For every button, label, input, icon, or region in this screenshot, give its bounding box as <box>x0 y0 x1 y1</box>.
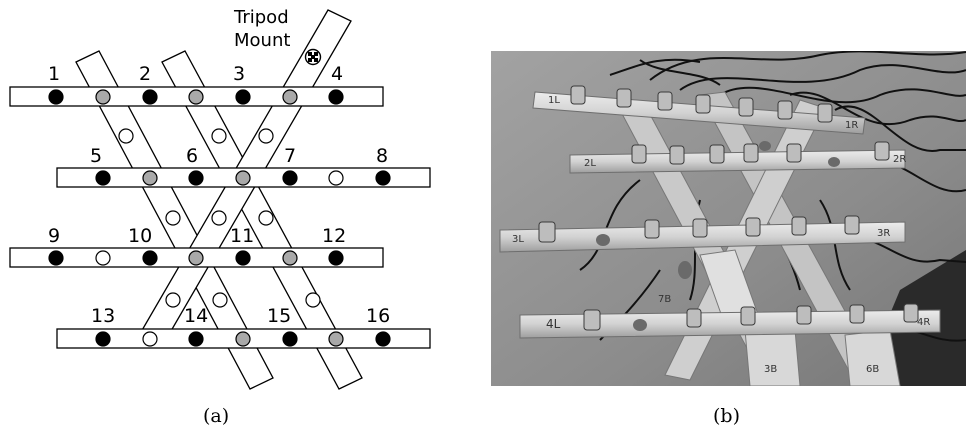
mic-empty <box>258 128 274 144</box>
photo-label: 2R <box>893 154 906 165</box>
mic-filled <box>235 89 251 105</box>
mic-number: 8 <box>376 145 388 167</box>
mic-number: 5 <box>90 145 102 167</box>
mic-number: 10 <box>128 225 152 247</box>
mic-filled <box>375 331 391 347</box>
photo-label: 1R <box>845 120 858 131</box>
mic-number: 4 <box>331 63 343 85</box>
mic-number: 13 <box>91 305 115 327</box>
mic-number: 14 <box>184 305 208 327</box>
mic-filled <box>375 170 391 186</box>
caption-b: (b) <box>713 405 740 427</box>
mic-number: 15 <box>267 305 291 327</box>
mic-empty <box>165 210 181 226</box>
photo-label: 7B <box>658 294 671 305</box>
mic-filled <box>188 170 204 186</box>
mic-number: 1 <box>48 63 60 85</box>
mic-gray <box>188 250 204 266</box>
mic-filled <box>142 250 158 266</box>
mic-number: 12 <box>322 225 346 247</box>
mic-filled <box>235 250 251 266</box>
photo-handwritten-labels: 1L 1R 2L 2R 3L 3R 4L 4R 7B 3B 6B <box>512 95 930 375</box>
mic-empty <box>211 210 227 226</box>
photo-label: 1L <box>548 95 560 106</box>
photo-mic-capsules <box>538 85 919 331</box>
mic-number: 9 <box>48 225 60 247</box>
microphones <box>48 89 391 347</box>
mic-empty <box>328 170 344 186</box>
photo-label: 3B <box>764 364 777 375</box>
panel-b-photo: 1L 1R 2L 2R 3L 3R 4L 4R 7B 3B 6B (b) <box>491 51 966 427</box>
mic-filled <box>328 250 344 266</box>
mic-filled <box>282 331 298 347</box>
mic-number: 3 <box>233 63 245 85</box>
mic-filled <box>48 250 64 266</box>
mic-filled <box>95 170 111 186</box>
mic-empty <box>95 250 111 266</box>
mic-gray <box>95 89 111 105</box>
photo-label: 3R <box>877 228 890 239</box>
mic-filled <box>48 89 64 105</box>
caption-a: (a) <box>203 405 229 427</box>
mic-filled <box>188 331 204 347</box>
mic-filled <box>282 170 298 186</box>
mic-empty <box>165 292 181 308</box>
mic-filled <box>95 331 111 347</box>
mic-gray <box>328 331 344 347</box>
mic-empty <box>211 128 227 144</box>
tripod-mount-label-line1: Tripod <box>233 7 289 28</box>
photo-label: 4L <box>546 317 561 331</box>
mic-number: 7 <box>284 145 296 167</box>
photo-label: 3L <box>512 234 524 245</box>
mic-gray <box>282 89 298 105</box>
mic-gray <box>235 331 251 347</box>
panel-a-schematic: Tripod Mount 1 2 3 4 5 6 7 8 9 10 11 12 … <box>9 7 431 427</box>
mic-number: 6 <box>186 145 198 167</box>
mic-empty <box>212 292 228 308</box>
mic-gray <box>282 250 298 266</box>
mic-empty <box>305 292 321 308</box>
mic-empty <box>258 210 274 226</box>
mic-filled <box>328 89 344 105</box>
photo-bar-holes <box>596 141 840 331</box>
mic-number-labels: 1 2 3 4 5 6 7 8 9 10 11 12 13 14 15 16 <box>48 63 390 327</box>
tripod-mount-label-line2: Mount <box>234 30 290 51</box>
tripod-mount-icon <box>304 48 322 66</box>
mic-gray <box>188 89 204 105</box>
photo-label: 6B <box>866 364 879 375</box>
mic-gray <box>142 170 158 186</box>
mic-gray <box>235 170 251 186</box>
photo-label: 4R <box>917 317 930 328</box>
mic-number: 2 <box>139 63 151 85</box>
photo-label: 2L <box>584 158 596 169</box>
mic-empty <box>142 331 158 347</box>
mic-number: 16 <box>366 305 390 327</box>
mic-filled <box>142 89 158 105</box>
mic-number: 11 <box>230 225 254 247</box>
mic-empty <box>118 128 134 144</box>
